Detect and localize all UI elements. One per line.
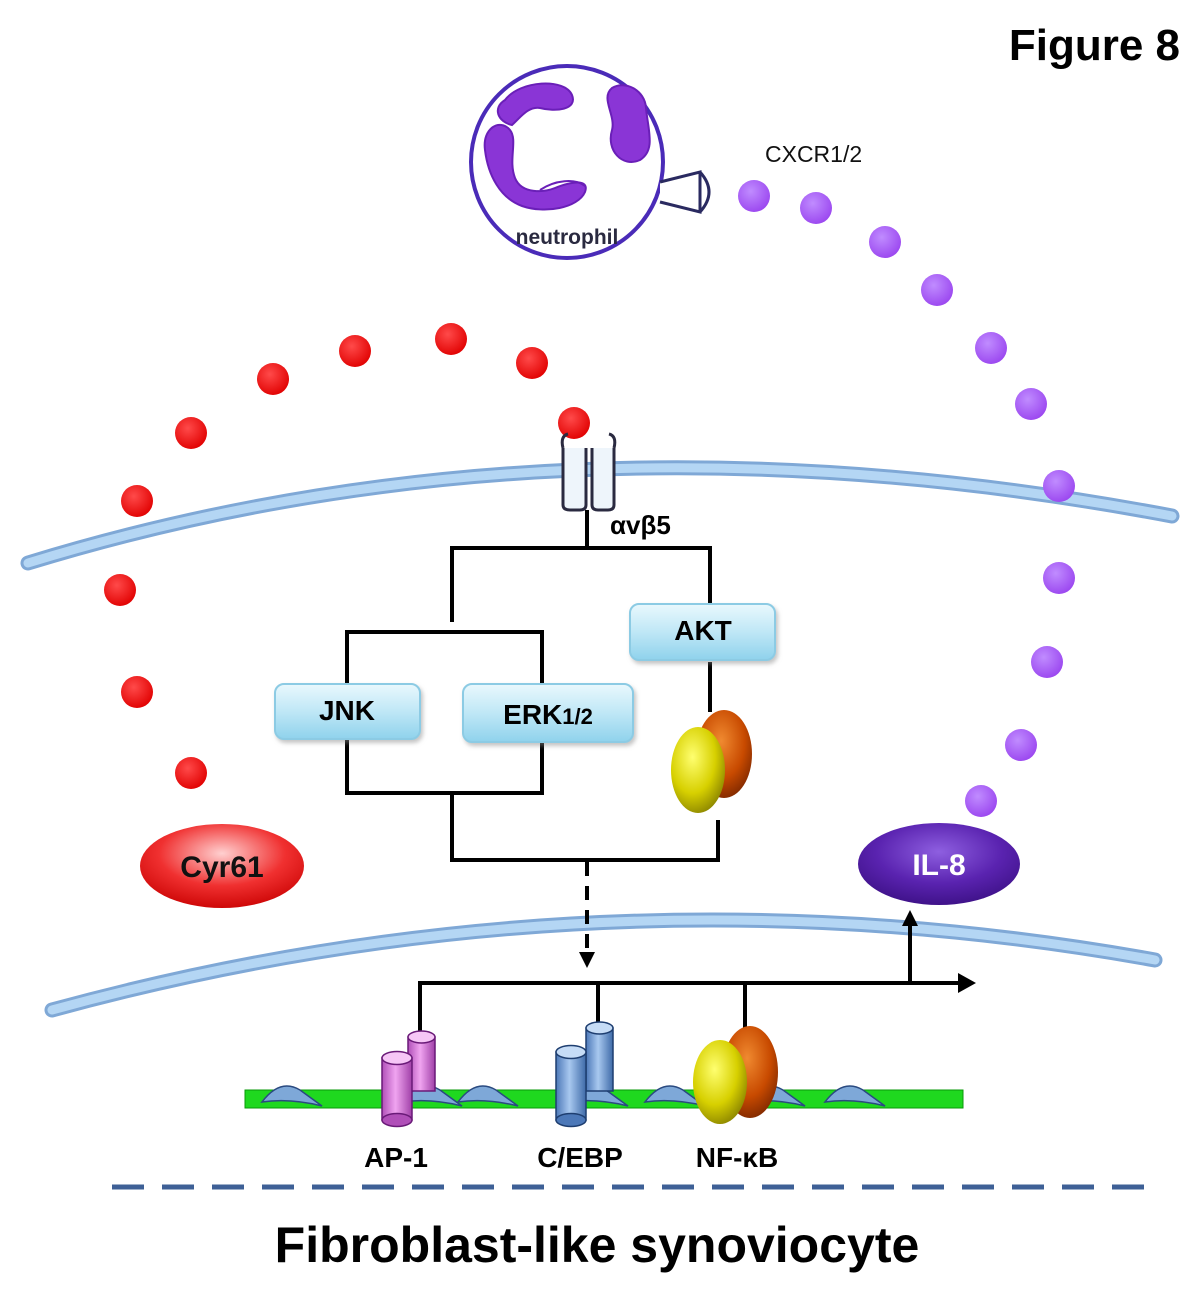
il8-dot <box>965 785 997 817</box>
neutrophil: neutrophil <box>469 64 665 260</box>
cebp-label: C/EBP <box>537 1142 623 1173</box>
il8-dot <box>738 180 770 212</box>
cyr61-dot <box>121 485 153 517</box>
il8-dot <box>1031 646 1063 678</box>
kinase-erk <box>462 683 634 743</box>
il8-dot <box>1043 470 1075 502</box>
cyr61-dot <box>104 574 136 606</box>
signaling-lines <box>345 510 720 952</box>
down-arrowhead <box>579 952 595 968</box>
cxcr-receptor <box>659 170 711 214</box>
il8-dot <box>1015 388 1047 420</box>
ap1-label: AP-1 <box>364 1142 428 1173</box>
neutrophil-label: neutrophil <box>516 226 619 249</box>
akt-label: AKT <box>674 615 732 646</box>
integrin-label: αvβ5 <box>610 510 671 540</box>
cyr61-dot <box>516 347 548 379</box>
integrin-receptor <box>560 432 617 512</box>
neutrophil-nucleus <box>483 82 651 211</box>
il8-dot <box>869 226 901 258</box>
cebp-complex <box>555 1021 614 1128</box>
il8-dots <box>738 180 1075 817</box>
figure-label: Figure 8 <box>1009 21 1180 70</box>
erk-main-text: ERK <box>503 699 562 730</box>
cytoplasmic-nfkb <box>671 710 752 813</box>
cyr61-dot <box>339 335 371 367</box>
transcription-arrow <box>418 925 958 1040</box>
cyr61-dot <box>435 323 467 355</box>
cyr61-dot <box>175 417 207 449</box>
il8-label: IL-8 <box>912 849 965 882</box>
up-arrowhead <box>902 910 918 926</box>
cyr61-dot <box>558 407 590 439</box>
nfkb-complex <box>693 1026 778 1124</box>
cyr61-dots <box>104 323 590 789</box>
jnk-label: JNK <box>319 695 375 726</box>
cyr61-dot <box>257 363 289 395</box>
il8-dot <box>800 192 832 224</box>
cxcr-label: CXCR1/2 <box>765 141 862 167</box>
erk-label: ERK1/2 <box>503 699 593 730</box>
cyr61-dot <box>175 757 207 789</box>
il8-dot <box>921 274 953 306</box>
nfkb-label: NF-κB <box>696 1142 778 1173</box>
kinase-akt <box>629 603 776 661</box>
cyr61-label: Cyr61 <box>180 851 263 884</box>
il8-dot <box>1043 562 1075 594</box>
right-arrowhead <box>958 973 976 993</box>
kinase-jnk <box>274 683 421 740</box>
il8-dot <box>975 332 1007 364</box>
il8-dot <box>1005 729 1037 761</box>
cell-label: Fibroblast-like synoviocyte <box>275 1217 920 1273</box>
erk-sub-text: 1/2 <box>562 704 593 729</box>
cyr61-ligand <box>140 824 304 908</box>
ap1-complex <box>381 1030 436 1128</box>
cyr61-dot <box>121 676 153 708</box>
il8-ligand <box>858 823 1020 905</box>
